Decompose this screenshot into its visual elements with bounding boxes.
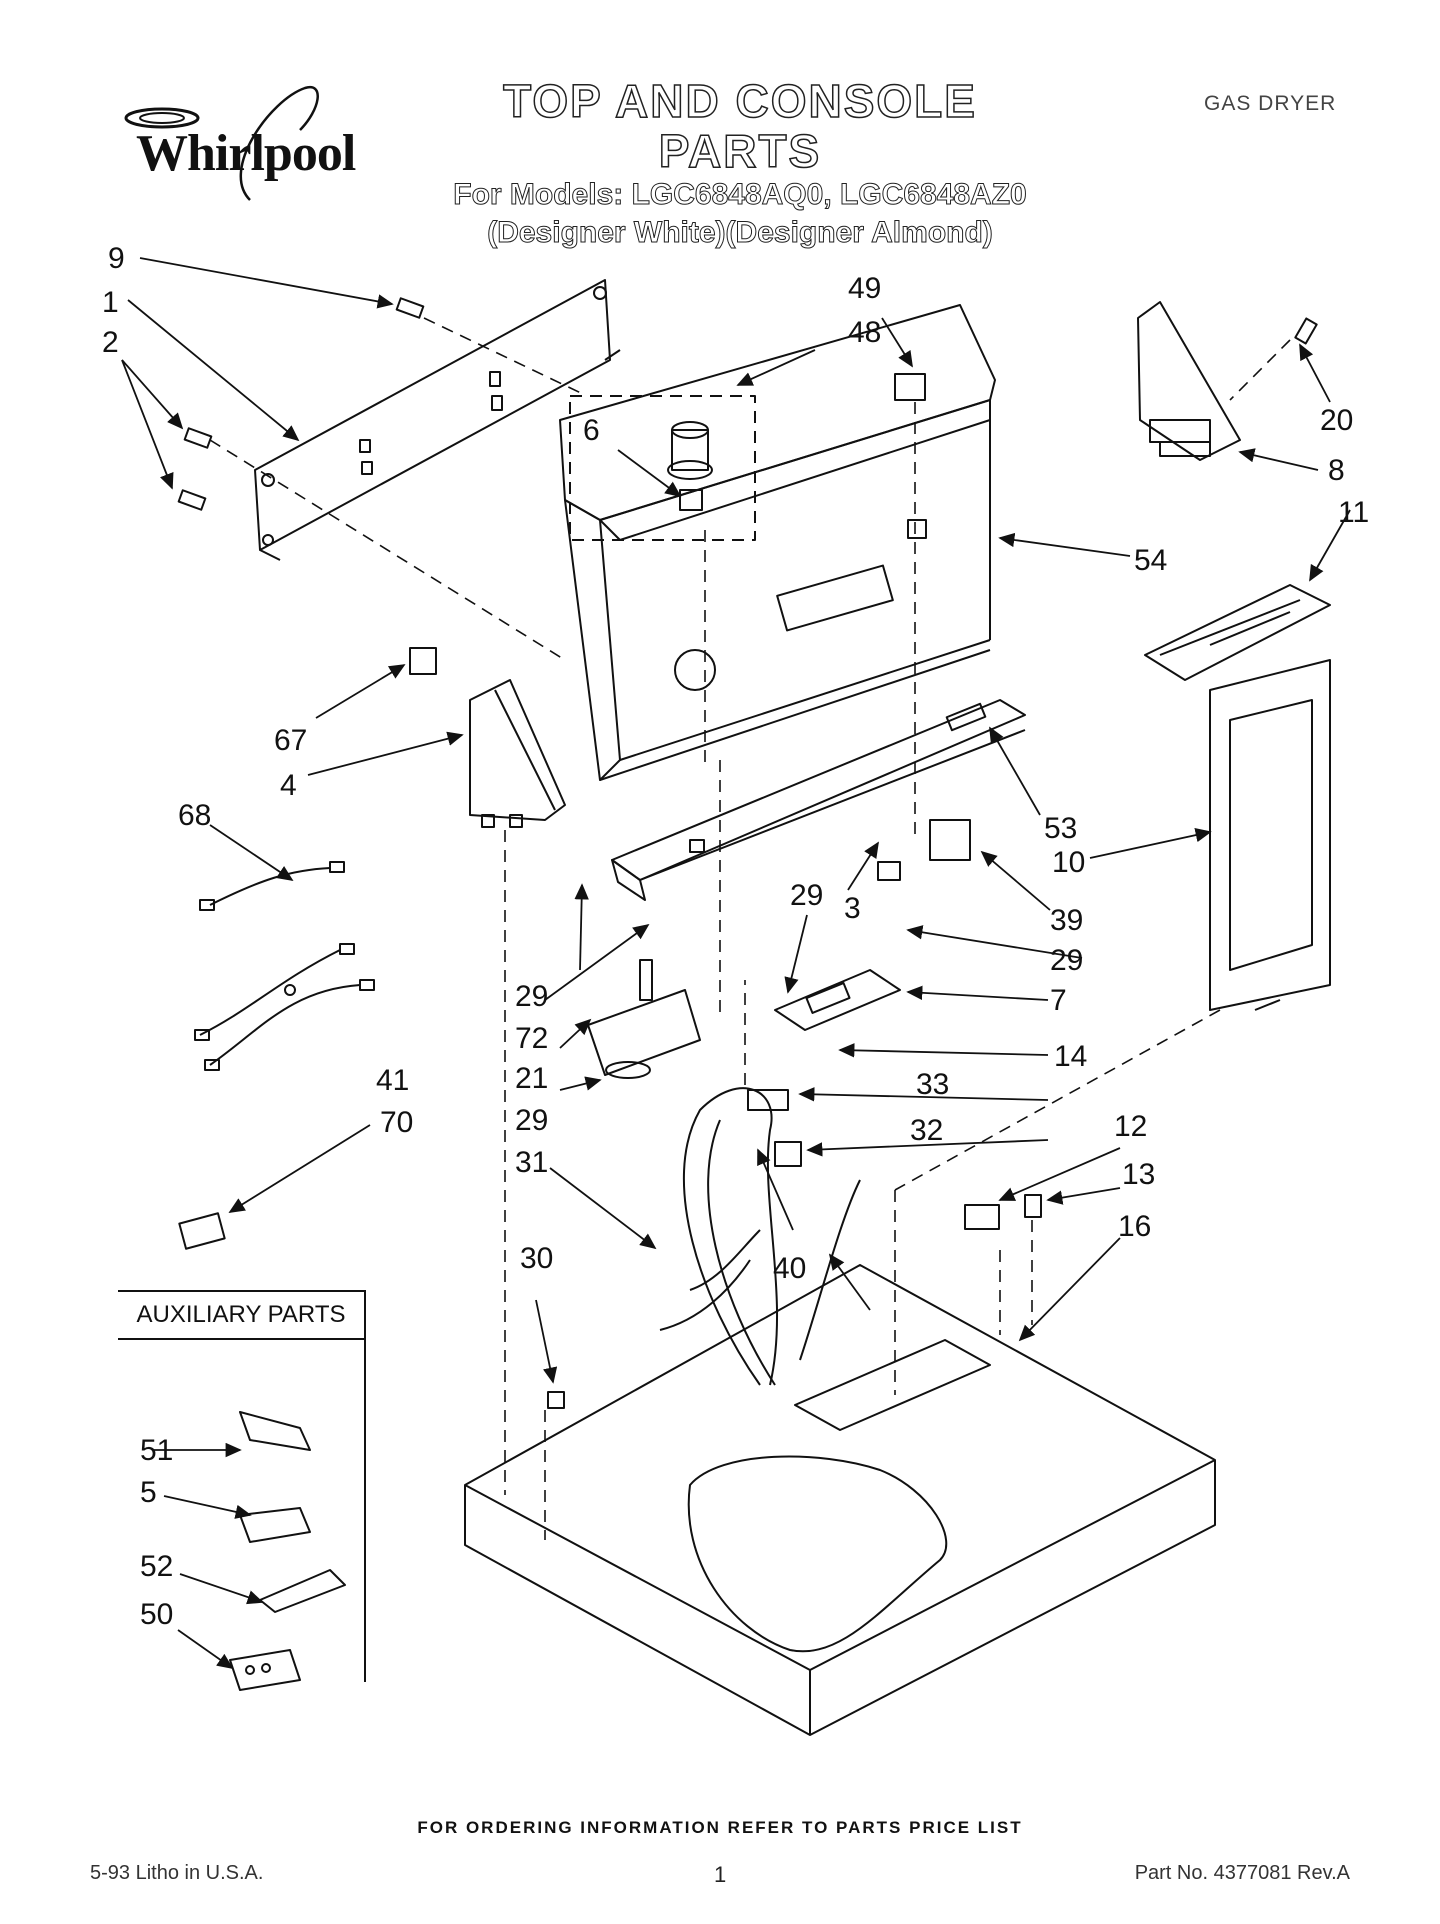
whirlpool-logo: Whirlpool [100,80,356,210]
callout-7: 7 [1050,984,1067,1017]
part-screws-9-2 [177,297,425,511]
callout-39: 39 [1050,904,1083,937]
callout-70: 70 [380,1106,413,1139]
callout-32: 32 [910,1114,943,1147]
part-3-switch [877,861,901,881]
callout-31: 31 [515,1146,548,1179]
callout-52: 52 [140,1550,173,1583]
ordering-note: FOR ORDERING INFORMATION REFER TO PARTS … [417,1818,1023,1837]
callout-3: 3 [844,892,861,925]
callout-29-a: 29 [790,879,823,912]
callout-53: 53 [1044,812,1077,845]
callout-54: 54 [1134,544,1167,577]
logo-swirl-icon [124,85,319,201]
callout-51: 51 [140,1434,173,1467]
callout-1: 1 [102,286,119,319]
callout-33: 33 [916,1068,949,1101]
callout-13: 13 [1122,1158,1155,1191]
callout-30: 30 [520,1242,553,1275]
leader-lines [121,257,1351,1670]
callout-8: 8 [1328,454,1345,487]
callout-29-c: 29 [515,980,548,1013]
callout-48: 48 [848,316,881,349]
callout-9: 9 [108,242,125,275]
callout-16: 16 [1118,1210,1151,1243]
callout-11: 11 [1338,496,1369,529]
part-39-terminal [929,819,971,861]
colors-line: (Designer White)(Designer Almond) [487,216,994,250]
part-end-cap-right [1137,301,1241,461]
callout-29-d: 29 [515,1104,548,1137]
callout-5: 5 [140,1476,157,1509]
litho-note: 5-93 Litho in U.S.A. [90,1862,264,1884]
callout-2: 2 [102,326,119,359]
callout-49: 49 [848,272,881,305]
callout-numbers: 9 1 2 49 48 6 20 8 11 54 67 4 68 53 10 3… [102,242,1369,1631]
part-31-wiring-harness [659,1087,861,1386]
callout-20: 20 [1320,404,1353,437]
auxiliary-parts-drawings [229,1411,346,1691]
part-knob-assembly [569,395,756,541]
models-line: For Models: LGC6848AQ0, LGC6848AZ0 [453,178,1028,212]
document-type: GAS DRYER [1204,92,1337,115]
brand-wordmark: Whirlpool [136,125,356,182]
part-number: Part No. 4377081 Rev.A [1134,1862,1350,1884]
part-21-timer [587,959,701,1079]
callout-68: 68 [178,799,211,832]
part-16-top-panel [464,1264,1216,1736]
callout-12: 12 [1114,1110,1147,1143]
part-rear-bracket [254,279,621,561]
title-block: TOP AND CONSOLE PARTS For Models: LGC684… [420,75,1060,252]
part-70-connector [178,1212,226,1250]
callout-72: 72 [515,1022,548,1055]
callout-41: 41 [376,1064,409,1097]
page-number: 1 [714,1862,727,1887]
auxiliary-parts-box: AUXILIARY PARTS [118,1290,366,1682]
part-67-clip [409,647,437,675]
callout-29-b: 29 [1050,944,1083,977]
part-68-wire [199,861,345,911]
part-13-screw [1024,1194,1042,1218]
page-title: TOP AND CONSOLE PARTS [502,75,977,177]
auxiliary-parts-title: AUXILIARY PARTS [118,1290,364,1340]
part-lint-screen-cover [1144,584,1331,681]
part-33-block [747,1089,789,1111]
part-console [559,304,996,781]
part-lint-screen [1209,659,1331,1011]
callout-50: 50 [140,1598,173,1631]
callout-4: 4 [280,769,297,802]
callout-10: 10 [1052,846,1085,879]
part-screw-20 [1294,317,1318,345]
part-41-harness [194,943,375,1071]
callout-40: 40 [773,1252,806,1285]
part-49-clip [894,373,926,401]
callout-6: 6 [583,414,600,447]
part-7-switch [774,969,901,1031]
alignment-lines [209,317,1291,1540]
callout-14: 14 [1054,1040,1087,1073]
part-end-cap-left [469,679,566,828]
part-console-support [611,699,1026,901]
callout-21: 21 [515,1062,548,1095]
part-12-bracket [964,1204,1000,1230]
callout-67: 67 [274,724,307,757]
part-32-block [774,1141,802,1167]
auxiliary-parts-rule [364,1290,366,1682]
part-30-clip [547,1391,565,1409]
